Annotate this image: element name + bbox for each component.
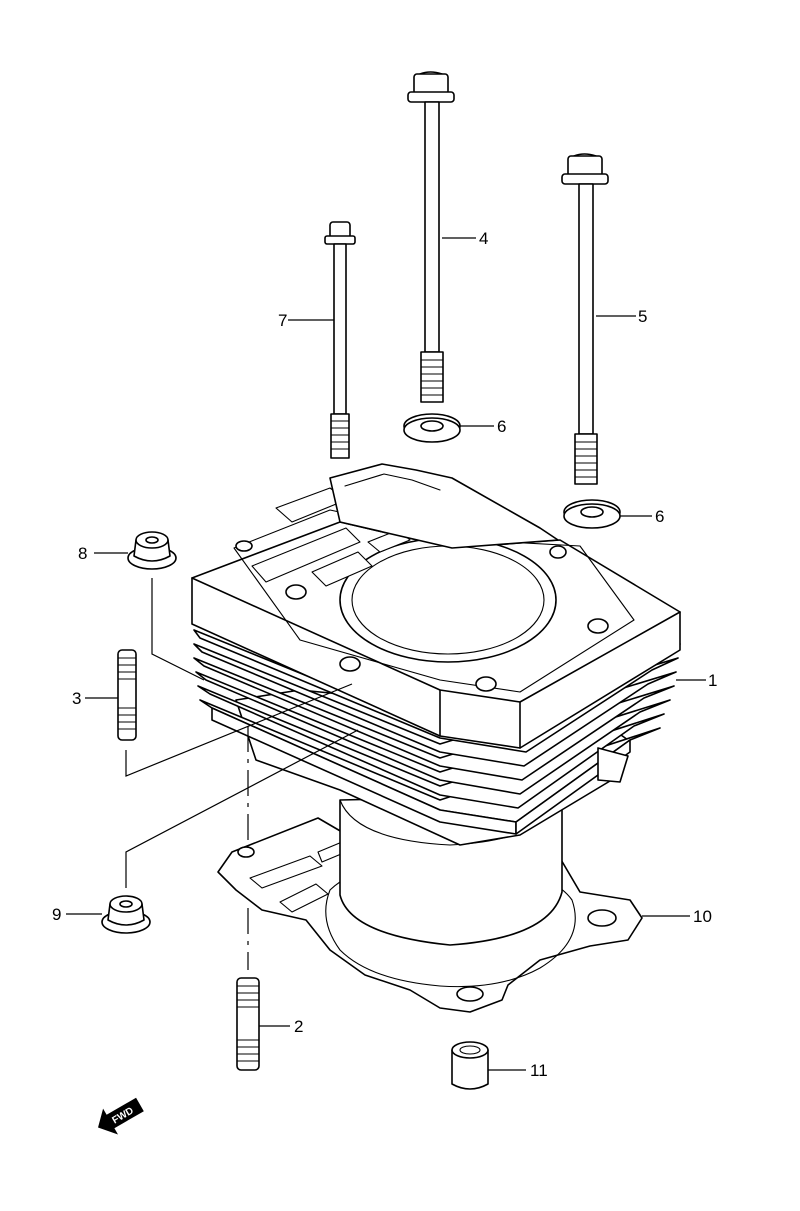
fwd-label: FWD (110, 1106, 135, 1127)
part-bolt-long-center[interactable] (407, 71, 455, 403)
callout-1: 1 (708, 671, 717, 690)
arrow-left-icon (98, 1097, 144, 1135)
part-stud-bolt-upper[interactable] (117, 649, 137, 741)
callout-11: 11 (530, 1061, 548, 1080)
callout-6-lower: 6 (655, 507, 664, 526)
callout-7: 7 (278, 311, 287, 330)
callout-5: 5 (638, 307, 647, 326)
callout-8: 8 (78, 544, 87, 563)
part-washer-upper[interactable] (403, 413, 461, 443)
part-dowel-pin[interactable] (451, 1041, 489, 1090)
callout-9: 9 (52, 905, 61, 924)
part-washer-lower[interactable] (563, 499, 621, 529)
part-bolt-short[interactable] (324, 221, 356, 459)
fwd-direction-badge: FWD (98, 1097, 144, 1135)
callout-10: 10 (693, 907, 712, 926)
part-stud-bolt-lower[interactable] (236, 977, 260, 1071)
part-flange-nut-upper[interactable] (127, 531, 177, 570)
callout-4: 4 (479, 229, 488, 248)
callout-3: 3 (72, 689, 81, 708)
callout-6-upper: 6 (497, 417, 506, 436)
part-flange-nut-lower[interactable] (101, 895, 151, 934)
callout-2: 2 (294, 1017, 303, 1036)
part-bolt-long-right[interactable] (561, 153, 609, 485)
part-cylinder-block[interactable] (191, 463, 681, 846)
